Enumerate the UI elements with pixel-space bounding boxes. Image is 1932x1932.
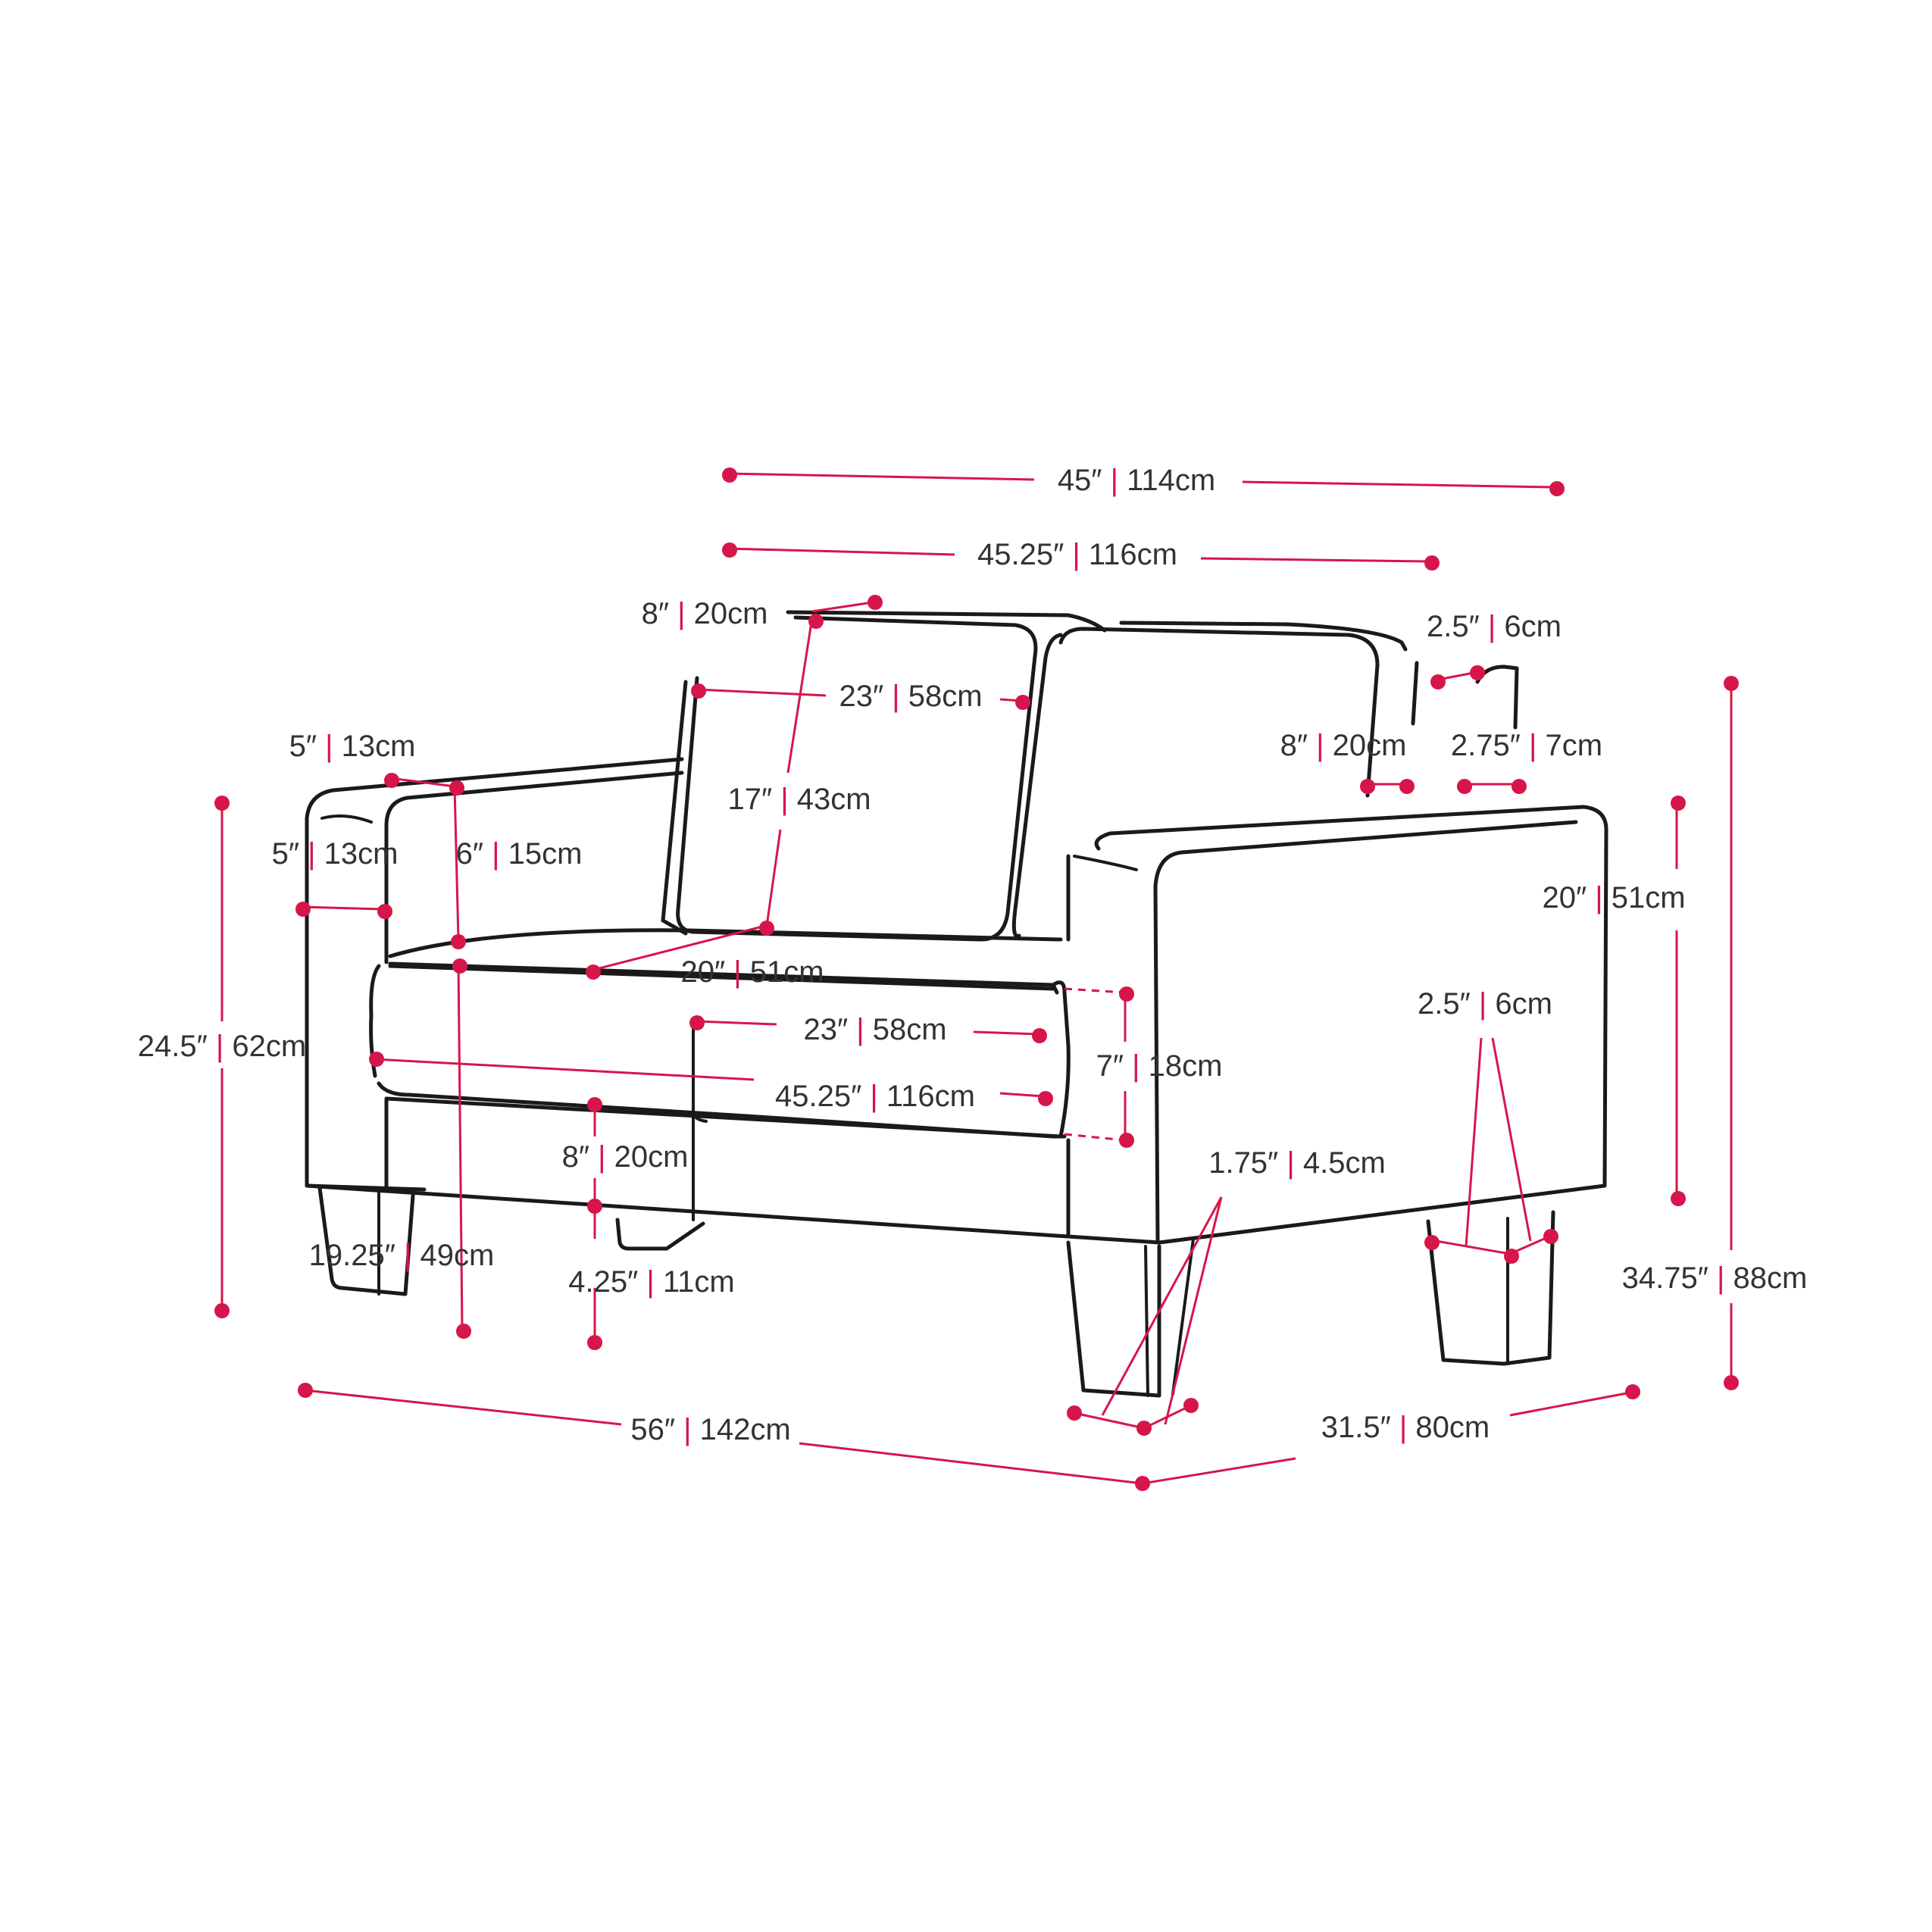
leg-front-right-edge [1144, 1237, 1195, 1397]
label-back-width-top: 45″ | 114cm [1058, 464, 1215, 497]
seat-cushion-right-face [1051, 980, 1071, 1139]
sofa-drawing [305, 610, 1608, 1398]
dimension-labels: 45″ | 114cm 45.25″ | 116cm 8″ | 20cm 2.5… [138, 464, 1808, 1446]
label-back-cushion-width: 23″ | 58cm [839, 680, 982, 713]
label-back-cushion-depth: 8″ | 20cm [642, 597, 768, 630]
label-arm-depth-right: 8″ | 20cm [1280, 729, 1407, 762]
label-leg-spacing: 2.5″ | 6cm [1418, 987, 1552, 1021]
label-arm-height: 24.5″ | 62cm [138, 1030, 306, 1063]
label-arm-width-right: 2.75″ | 7cm [1451, 729, 1602, 762]
label-seat-height: 19.25″ | 49cm [309, 1239, 495, 1272]
label-arm-above-seat: 6″ | 15cm [456, 837, 583, 871]
arm-right-top [1073, 855, 1138, 871]
label-arm-panel-height: 20″ | 51cm [1542, 881, 1685, 914]
label-seat-cushion-thickness: 7″ | 18cm [1096, 1049, 1223, 1083]
seat-front-base [384, 964, 1063, 1139]
label-arm-top-width: 2.5″ | 6cm [1427, 610, 1562, 643]
label-arm-width-left: 5″ | 13cm [272, 837, 399, 871]
label-overall-depth: 31.5″ | 80cm [1321, 1411, 1490, 1444]
label-overall-height: 34.75″ | 88cm [1622, 1261, 1808, 1295]
leg-back-right [1426, 1210, 1555, 1366]
label-seat-width: 45.25″ | 116cm [775, 1080, 975, 1113]
arm-left [305, 757, 684, 1192]
back-cushion-right [1011, 627, 1380, 939]
label-overall-width: 56″ | 142cm [630, 1413, 790, 1446]
base-front [305, 1183, 1071, 1239]
leg-front-left [317, 1186, 415, 1296]
back-left-edge [661, 680, 688, 936]
leg-back-left [615, 1218, 705, 1251]
label-leg-height: 4.25″ | 11cm [568, 1265, 734, 1299]
dimension-endpoints [214, 467, 1739, 1491]
label-seat-depth: 20″ | 51cm [680, 955, 824, 989]
label-back-cushion-height: 17″ | 43cm [727, 783, 871, 816]
arm-right [1066, 805, 1608, 1245]
arm-right-panel [1066, 820, 1578, 1245]
dimension-lines [220, 472, 1733, 1485]
label-seat-cushion-width: 23″ | 58cm [803, 1013, 946, 1046]
label-base-height: 8″ | 20cm [562, 1140, 689, 1174]
back-right-post [1411, 661, 1519, 730]
label-leg-width: 1.75″ | 4.5cm [1208, 1146, 1386, 1180]
arm-left-top [320, 814, 373, 824]
label-arm-front-width: 5″ | 13cm [289, 730, 416, 763]
back-cushion-left [676, 615, 1038, 942]
label-back-width: 45.25″ | 116cm [977, 538, 1177, 571]
leg-front-right [1066, 1240, 1161, 1398]
seat-cushion-seam [692, 1021, 708, 1123]
